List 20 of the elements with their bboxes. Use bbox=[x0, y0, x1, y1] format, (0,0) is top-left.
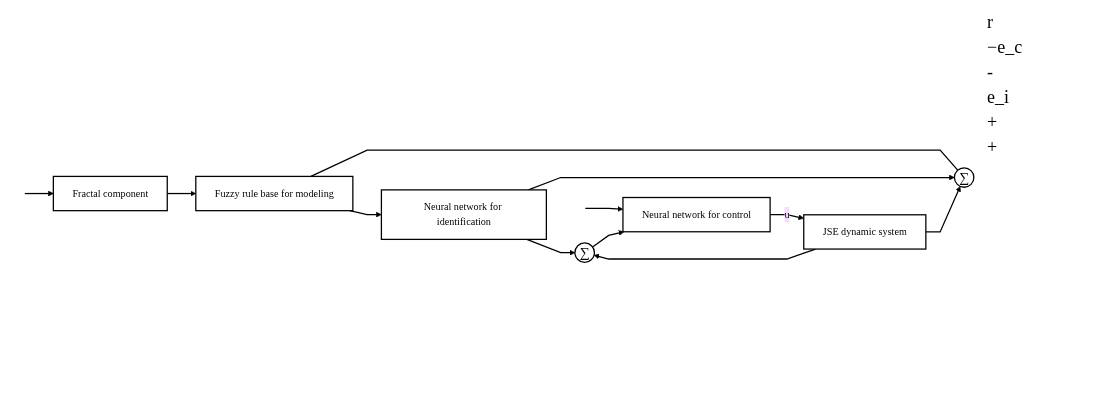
node-box: Neural network for identification bbox=[380, 189, 547, 240]
arrow bbox=[925, 186, 961, 233]
node-circle: ∑ bbox=[574, 242, 596, 263]
node-box: JSE dynamic system bbox=[803, 214, 927, 250]
connector bbox=[310, 149, 959, 177]
arrow bbox=[526, 238, 576, 256]
arrow bbox=[591, 230, 625, 248]
arrow bbox=[349, 209, 382, 218]
signal-label: - bbox=[987, 62, 994, 83]
arrow bbox=[24, 190, 54, 197]
signal-label: e_i bbox=[987, 87, 1010, 108]
node-box: Fuzzy rule base for modeling bbox=[195, 175, 354, 212]
signal-label: −e_c bbox=[987, 37, 1024, 58]
signal-label: r bbox=[987, 12, 994, 33]
signal-label: + bbox=[987, 112, 999, 133]
node-box: Fractal component bbox=[52, 175, 168, 212]
node-box: Neural network for control bbox=[622, 196, 771, 233]
edge-label: u bbox=[784, 208, 790, 220]
node-circle: ∑ bbox=[953, 167, 975, 188]
signal-label: + bbox=[987, 137, 999, 158]
